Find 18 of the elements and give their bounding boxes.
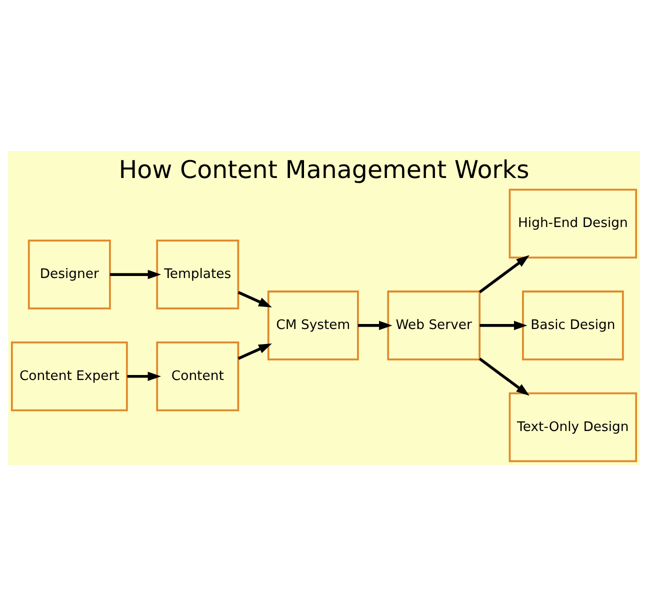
node-box: Templates [156, 240, 240, 310]
node-box: Designer [28, 240, 111, 310]
arrow [238, 344, 272, 360]
node-box: Basic Design [522, 290, 624, 360]
node-box: Content Expert [10, 341, 128, 412]
arrow [478, 358, 530, 396]
node-box: High-End Design [508, 188, 638, 258]
arrow [358, 320, 392, 330]
arrow [127, 372, 162, 381]
node-box: Text-Only Design [508, 392, 638, 462]
arrow [480, 320, 528, 330]
node-box: Content [156, 341, 240, 412]
arrow [110, 270, 162, 280]
arrow [238, 291, 272, 308]
node-box: CM System [267, 290, 359, 360]
diagram-title: How Content Management Works [118, 155, 530, 184]
arrow [478, 255, 530, 294]
node-box: Web Server [387, 290, 481, 360]
